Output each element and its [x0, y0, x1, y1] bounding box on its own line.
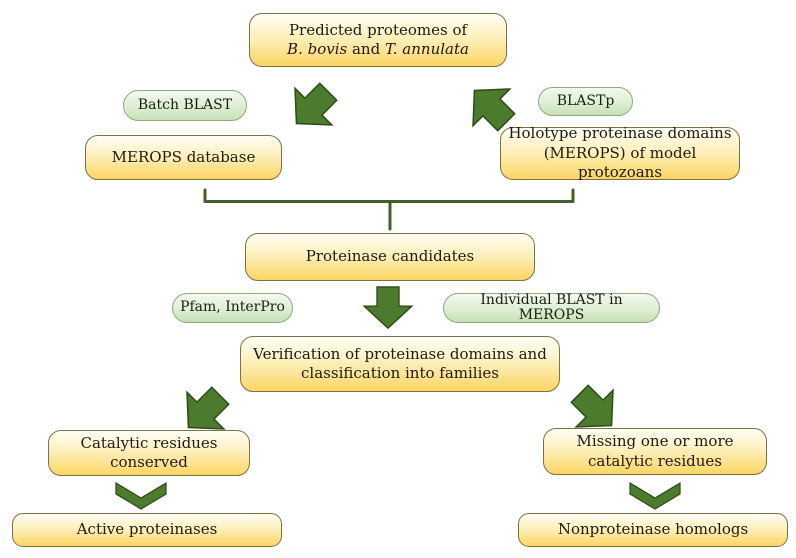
node-proteinase-candidates-label: Proteinase candidates [305, 247, 475, 266]
node-holotype-domains: Holotype proteinase domains (MEROPS) of … [500, 124, 740, 182]
block-arrow-up-left-icon [449, 65, 531, 147]
node-verification-line2: classification into families [301, 364, 499, 382]
node-merops-database: MEROPS database [85, 135, 282, 180]
block-arrow-down-right-icon [555, 369, 637, 451]
species-name-italic: B. bovis [287, 40, 348, 58]
node-catalytic-conserved: Catalytic residues conserved [48, 430, 250, 476]
block-arrow-down-left-icon [163, 371, 245, 453]
label-blastp-text: BLASTp [556, 92, 615, 109]
node-active-proteinases-label: Active proteinases [76, 520, 218, 539]
species-name-italic: T. annulata [384, 40, 469, 58]
block-arrow-down-icon [356, 286, 420, 330]
block-arrow-shape [294, 82, 338, 126]
block-arrow-shape [472, 88, 516, 132]
node-predicted-proteomes: Predicted proteomes of B. bovis and T. a… [249, 13, 507, 67]
node-nonproteinase-homologs-label: Nonproteinase homologs [557, 520, 749, 539]
node-missing-residues-line2: catalytic residues [588, 451, 722, 470]
label-batch-blast-text: Batch BLAST [137, 96, 233, 113]
label-pfam-interpro: Pfam, InterPro [172, 293, 293, 323]
node-predicted-proteomes-line1: Predicted proteomes of [288, 20, 468, 39]
chevron-down-icon [628, 481, 682, 511]
node-proteinase-candidates: Proteinase candidates [245, 233, 535, 281]
node-nonproteinase-homologs: Nonproteinase homologs [518, 513, 788, 547]
node-predicted-proteomes-line2: B. bovis and T. annulata [287, 40, 469, 60]
bracket-line [203, 188, 575, 203]
node-merops-database-label: MEROPS database [111, 147, 256, 166]
node-catalytic-conserved-line1: Catalytic residues [80, 433, 218, 452]
block-arrow-down-left-icon [271, 67, 353, 149]
node-missing-residues: Missing one or more catalytic residues [543, 428, 767, 475]
node-active-proteinases: Active proteinases [12, 513, 282, 547]
chevron-shape [115, 481, 167, 510]
block-arrow-shape [362, 286, 414, 330]
chevron-down-icon [114, 481, 168, 511]
node-holotype-line2: (MEROPS) of model protozoans [543, 143, 697, 182]
block-arrow-shape [570, 384, 614, 428]
chevron-shape [629, 481, 681, 510]
label-individual-blast: Individual BLAST in MEROPS [443, 291, 660, 323]
label-blastp: BLASTp [538, 87, 633, 116]
node-missing-residues-line1: Missing one or more [576, 432, 734, 450]
label-batch-blast: Batch BLAST [123, 90, 247, 121]
conjunction-text: and [347, 40, 385, 58]
node-catalytic-conserved-line2: conserved [110, 453, 188, 471]
node-verification: Verification of proteinase domains and c… [240, 336, 560, 392]
node-verification-line1: Verification of proteinase domains and [253, 344, 547, 363]
block-arrow-shape [186, 386, 230, 430]
label-pfam-interpro-text: Pfam, InterPro [180, 299, 285, 316]
node-holotype-line1: Holotype proteinase domains [508, 124, 732, 143]
label-individual-blast-text: Individual BLAST in MEROPS [480, 291, 623, 323]
